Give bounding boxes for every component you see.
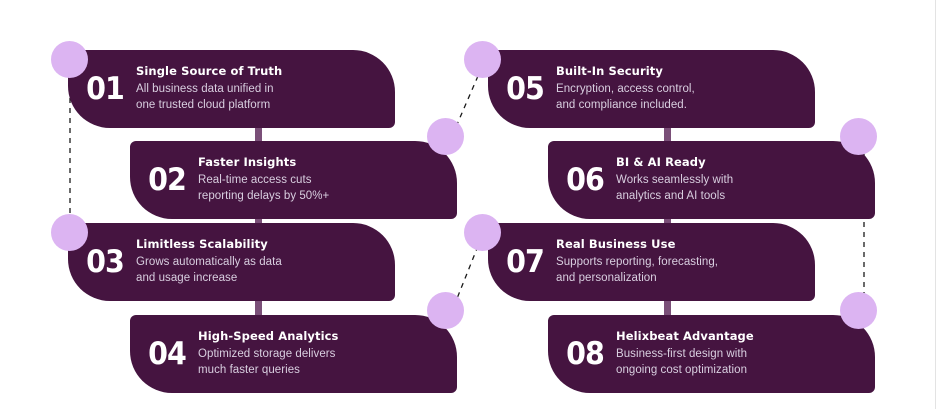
- info-card-03[interactable]: 03 Limitless Scalability Grows automatic…: [68, 223, 395, 301]
- node-dot-01: [51, 41, 88, 78]
- card-number: 03: [86, 243, 125, 280]
- info-card-04[interactable]: 04 High-Speed Analytics Optimized storag…: [130, 315, 457, 393]
- node-dot-08-right: [840, 292, 877, 329]
- connector-bar-5-6: [664, 110, 671, 146]
- node-dot-05: [464, 41, 501, 78]
- card-title: BI & AI Ready: [616, 155, 706, 170]
- card-title: Faster Insights: [198, 155, 297, 170]
- card-description: All business data unified in one trusted…: [136, 82, 274, 112]
- card-number: 08: [566, 335, 605, 372]
- card-title: Single Source of Truth: [136, 64, 283, 79]
- card-description: Real-time access cuts reporting delays b…: [198, 173, 330, 203]
- card-title: Helixbeat Advantage: [616, 329, 754, 344]
- node-dot-07: [464, 214, 501, 251]
- node-dot-04-right: [427, 292, 464, 329]
- card-text: Single Source of Truth All business data…: [136, 64, 296, 113]
- card-description: Optimized storage delivers much faster q…: [198, 347, 336, 377]
- info-card-02[interactable]: 02 Faster Insights Real-time access cuts…: [130, 141, 457, 219]
- info-card-05[interactable]: 05 Built-In Security Encryption, access …: [488, 50, 815, 128]
- node-dot-03: [51, 214, 88, 251]
- card-number: 02: [148, 161, 187, 198]
- node-dot-02-right: [427, 118, 464, 155]
- card-text: Limitless Scalability Grows automaticall…: [136, 237, 296, 286]
- info-card-08[interactable]: 08 Helixbeat Advantage Business-first de…: [548, 315, 875, 393]
- card-number: 07: [506, 243, 545, 280]
- card-description: Supports reporting, forecasting, and per…: [556, 255, 719, 285]
- card-text: Faster Insights Real-time access cuts re…: [198, 155, 343, 204]
- card-text: Helixbeat Advantage Business-first desig…: [616, 329, 768, 378]
- card-text: Built-In Security Encryption, access con…: [556, 64, 709, 113]
- connector-bar-7-8: [664, 288, 671, 324]
- card-text: High-Speed Analytics Optimized storage d…: [198, 329, 353, 378]
- card-description: Business-first design with ongoing cost …: [616, 347, 748, 377]
- card-text: Real Business Use Supports reporting, fo…: [556, 237, 732, 286]
- card-number: 06: [566, 161, 605, 198]
- card-number: 01: [86, 70, 125, 107]
- connector-bar-3-4: [255, 288, 262, 324]
- info-card-07[interactable]: 07 Real Business Use Supports reporting,…: [488, 223, 815, 301]
- card-number: 04: [148, 335, 187, 372]
- info-card-01[interactable]: 01 Single Source of Truth All business d…: [68, 50, 395, 128]
- card-text: BI & AI Ready Works seamlessly with anal…: [616, 155, 747, 204]
- card-description: Encryption, access control, and complian…: [556, 82, 695, 112]
- info-card-06[interactable]: 06 BI & AI Ready Works seamlessly with a…: [548, 141, 875, 219]
- card-title: Real Business Use: [556, 237, 676, 252]
- card-number: 05: [506, 70, 545, 107]
- connector-bar-1-2: [255, 110, 262, 146]
- card-title: High-Speed Analytics: [198, 329, 339, 344]
- card-title: Built-In Security: [556, 64, 663, 79]
- card-description: Grows automatically as data and usage in…: [136, 255, 282, 285]
- node-dot-06-right: [840, 118, 877, 155]
- card-description: Works seamlessly with analytics and AI t…: [616, 173, 734, 203]
- card-title: Limitless Scalability: [136, 237, 268, 252]
